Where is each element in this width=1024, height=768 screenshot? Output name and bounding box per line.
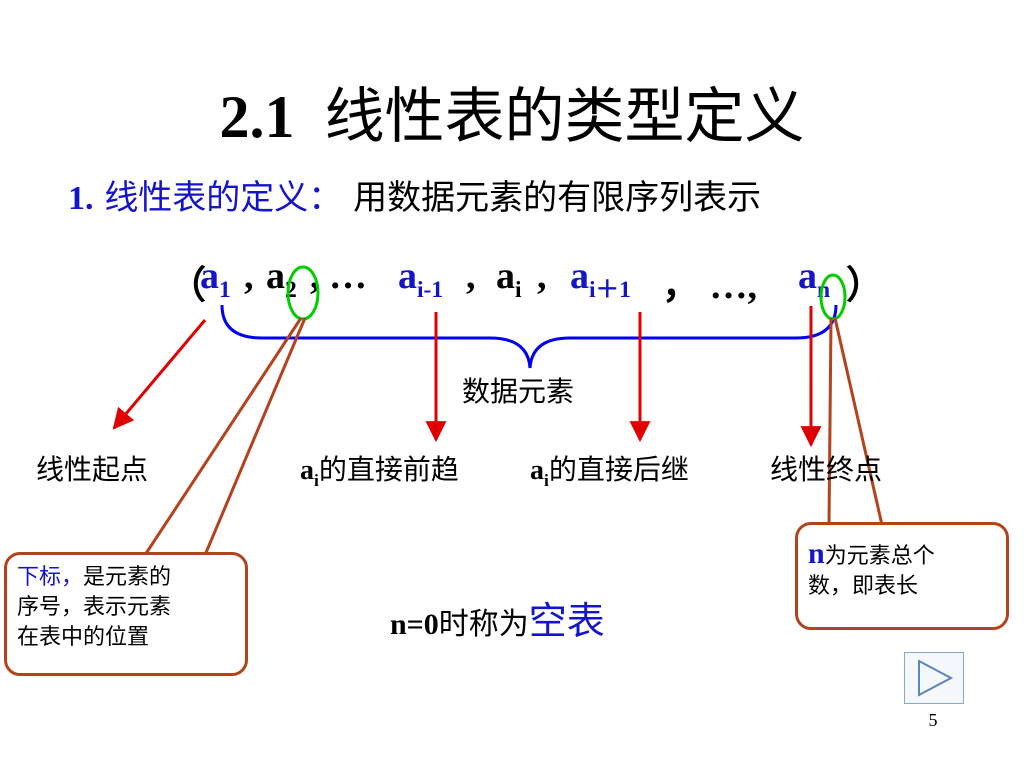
n-ellipse	[819, 273, 847, 321]
separator-2: ,	[466, 255, 476, 297]
open-paren: （	[168, 265, 207, 307]
ai-sub: i	[515, 276, 522, 303]
slide-title: 2.1 线性表的类型定义	[0, 68, 1024, 155]
callout-left-line1-rest: 是元素的	[83, 565, 172, 590]
label-successor: ai的直接后继	[530, 448, 689, 490]
callout-subscript: 下标，是元素的 序号，表示元素 在表中的位置	[4, 552, 248, 676]
callout-left-connector-2	[203, 317, 307, 556]
ellipsis-2: ， …,	[662, 265, 758, 307]
title-text: 线性表的类型定义	[324, 82, 805, 152]
element-ai-plus-1: ai＋1	[570, 254, 631, 303]
callout-left-line2: 序号，表示元素	[17, 595, 172, 620]
aip1-sub: i＋1	[589, 276, 631, 303]
a1-sub: 1	[219, 276, 231, 303]
title-number: 2.1	[219, 84, 295, 150]
data-elements-brace	[220, 304, 838, 369]
pred-text: 的直接前趋	[318, 453, 459, 486]
ellipsis-1: , …	[310, 255, 367, 297]
callout-right-line2: 数，即表长	[808, 574, 919, 599]
label-linear-end: 线性终点	[770, 453, 883, 486]
next-slide-button[interactable]	[904, 652, 964, 704]
an-base: a	[798, 255, 817, 297]
pred-base: a	[300, 455, 314, 486]
definition-label: 1. 线性表的定义：	[68, 178, 353, 218]
empty-highlight: 空表	[528, 599, 605, 643]
callout-right-line1: n为元素总个	[808, 539, 996, 572]
empty-prefix: n=0	[390, 608, 439, 641]
element-a1: a1	[200, 254, 231, 303]
aim1-base: a	[398, 255, 417, 297]
callout-left-highlight: 下标，	[17, 565, 84, 590]
subscript-ellipse	[286, 265, 320, 321]
a1-base: a	[200, 255, 219, 297]
definition-line: 1. 线性表的定义： 用数据元素的有限序列表示	[68, 170, 761, 219]
callout-right-highlight: n	[808, 537, 825, 570]
a2-base: a	[266, 255, 285, 297]
page-number: 5	[928, 710, 938, 730]
label-linear-start: 线性起点	[36, 453, 149, 486]
succ-text: 的直接后继	[548, 453, 689, 486]
separator-3: ,	[537, 255, 547, 297]
empty-middle: 时称为	[438, 607, 529, 642]
pred-sub: i	[314, 470, 319, 490]
callout-right-line1-rest: 为元素总个	[824, 544, 935, 569]
succ-sub: i	[544, 470, 549, 490]
definition-text: 用数据元素的有限序列表示	[353, 178, 762, 218]
definition-label-text: 线性表的定义：	[104, 178, 343, 218]
play-triangle-icon	[918, 659, 954, 697]
separator-1: ,	[244, 255, 254, 297]
callout-left-line3: 在表中的位置	[17, 625, 150, 650]
definition-number: 1.	[68, 180, 94, 217]
a2-sub: 2	[285, 276, 297, 303]
aip1-base: a	[570, 255, 589, 297]
arrow-start	[112, 319, 207, 430]
callout-left-connector-1	[143, 317, 303, 556]
callout-length: n为元素总个 数，即表长	[795, 522, 1009, 630]
empty-table-line: n=0时称为空表	[390, 590, 605, 645]
callout-right-connector-1	[827, 317, 833, 526]
callout-left-line1: 下标，是元素的	[17, 563, 235, 593]
aim1-sub: i-1	[417, 276, 444, 303]
succ-base: a	[530, 455, 544, 486]
brace-label: 数据元素	[462, 375, 575, 408]
element-ai-minus-1: ai-1	[398, 254, 443, 303]
close-paren: ）	[846, 265, 885, 307]
label-predecessor: ai的直接前趋	[300, 448, 459, 490]
element-a2: a2	[266, 254, 297, 303]
element-ai: ai	[496, 254, 522, 303]
callout-right-connector-2	[833, 317, 884, 526]
ai-base: a	[496, 255, 515, 297]
